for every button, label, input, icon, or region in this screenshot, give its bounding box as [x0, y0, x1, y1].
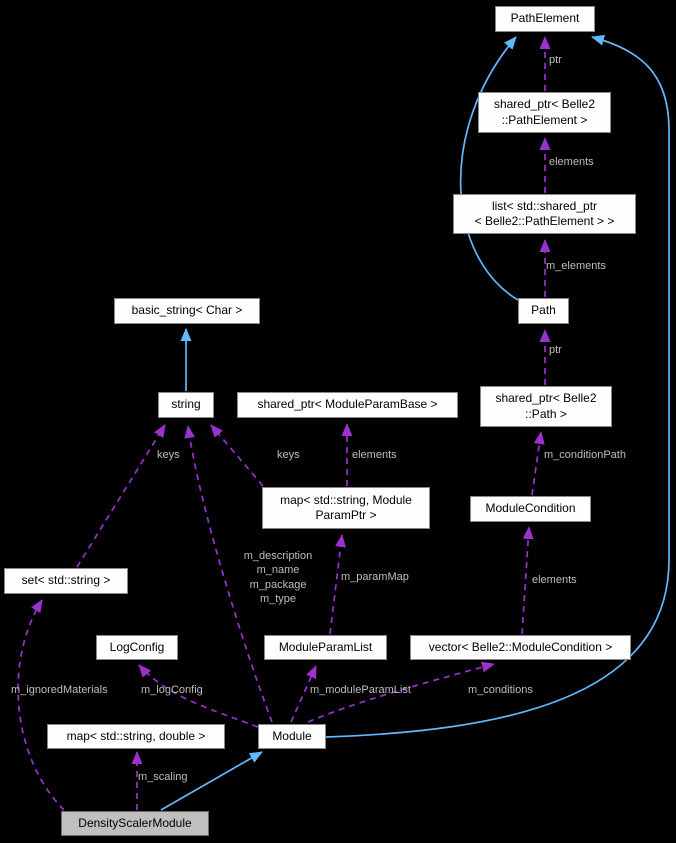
node-map-string-double[interactable]: map< std::string, double >: [47, 724, 225, 749]
edge-label-m-conditionpath: m_conditionPath: [544, 449, 626, 461]
edge-densityscaler-to-set: [17, 599, 65, 811]
edge-label-m-moduleparamlist: m_moduleParamList: [310, 684, 411, 696]
node-vector-modulecondition-label: vector< Belle2::ModuleCondition >: [428, 639, 613, 654]
edge-module-to-logconfig: [138, 664, 259, 728]
node-moduleparamlist-label: ModuleParamList: [278, 639, 373, 654]
edge-map-to-string-keys: [210, 424, 264, 487]
node-map-moduleparamptr[interactable]: map< std::string, Module ParamPtr >: [262, 487, 430, 529]
node-sharedptr-path[interactable]: shared_ptr< Belle2 ::Path >: [480, 386, 612, 427]
edge-modulecondition-to-sharedptrpath: [531, 431, 545, 496]
node-logconfig[interactable]: LogConfig: [96, 635, 178, 660]
node-map-moduleparamptr-line2: ParamPtr >: [315, 508, 377, 522]
node-modulecondition[interactable]: ModuleCondition: [470, 496, 591, 522]
node-sharedptr-moduleparambase-label: shared_ptr< ModuleParamBase >: [257, 397, 438, 412]
node-path-label: Path: [531, 303, 556, 318]
edge-label-elements-condition: elements: [532, 574, 577, 586]
edge-module-inherits-pathelement: [325, 34, 670, 738]
node-sharedptr-pathelement-line1: shared_ptr< Belle2: [493, 97, 596, 112]
node-string[interactable]: string: [158, 392, 214, 418]
node-list-sharedptr-line2: < Belle2::PathElement > >: [474, 214, 615, 228]
edge-moduleparamlist-to-map: [329, 534, 347, 635]
node-list-sharedptr-line1: list< std::shared_ptr: [491, 198, 598, 213]
node-sharedptr-path-line2: ::Path >: [525, 406, 567, 421]
node-sharedptr-path-line1: shared_ptr< Belle2: [495, 391, 597, 406]
node-list-sharedptr[interactable]: list< std::shared_ptr < Belle2::PathElem…: [453, 194, 636, 234]
edge-label-ptr-path: ptr: [549, 344, 562, 356]
node-string-label: string: [171, 397, 201, 412]
node-map-string-double-label: map< std::string, double >: [66, 728, 206, 743]
node-sharedptr-pathelement-line2: ::PathElement >: [501, 112, 588, 127]
edge-label-m-parammap: m_paramMap: [341, 571, 409, 583]
edge-path-inherits-pathelement: [459, 36, 519, 301]
node-map-moduleparamptr-line1: map< std::string, Module: [280, 492, 412, 507]
node-module[interactable]: Module: [258, 724, 326, 749]
node-modulecondition-label: ModuleCondition: [485, 501, 576, 516]
node-path[interactable]: Path: [518, 298, 569, 324]
edge-label-module-members: m_description m_name m_package m_type: [243, 550, 313, 605]
edge-label-m-ignoredmaterials: m_ignoredMaterials: [11, 684, 108, 696]
edge-label-elements-pathelement: elements: [549, 156, 594, 168]
node-sharedptr-moduleparambase[interactable]: shared_ptr< ModuleParamBase >: [237, 392, 458, 418]
edge-label-elements-param: elements: [352, 449, 397, 461]
edge-module-to-string-members: [184, 425, 273, 723]
node-moduleparamlist[interactable]: ModuleParamList: [264, 635, 387, 660]
node-set-string[interactable]: set< std::string >: [4, 568, 128, 594]
edge-label-keys-left: keys: [157, 449, 180, 461]
node-densityscalermodule-label: DensityScalerModule: [78, 815, 192, 830]
node-set-string-label: set< std::string >: [21, 573, 111, 588]
edge-densityscaler-inherits-module: [160, 751, 263, 811]
edge-set-to-string-keys: [76, 424, 166, 568]
node-densityscalermodule[interactable]: DensityScalerModule: [61, 811, 209, 836]
edge-label-keys-mid: keys: [277, 449, 300, 461]
edge-label-m-conditions: m_conditions: [468, 684, 533, 696]
edge-label-m-scaling: m_scaling: [138, 771, 188, 783]
node-vector-modulecondition[interactable]: vector< Belle2::ModuleCondition >: [410, 635, 631, 660]
node-logconfig-label: LogConfig: [109, 639, 165, 654]
edge-module-to-vector: [307, 661, 495, 723]
node-basicstring-label: basic_string< Char >: [131, 303, 243, 318]
node-pathelement[interactable]: PathElement: [495, 6, 595, 32]
node-sharedptr-pathelement[interactable]: shared_ptr< Belle2 ::PathElement >: [478, 92, 611, 133]
node-module-label: Module: [272, 728, 312, 743]
edge-label-m-elements: m_elements: [546, 260, 606, 272]
edge-label-ptr-pathelement: ptr: [549, 54, 562, 66]
node-pathelement-label: PathElement: [510, 11, 580, 26]
edge-vector-to-modulecondition: [521, 526, 534, 635]
node-basicstring[interactable]: basic_string< Char >: [114, 298, 260, 324]
edge-label-m-logconfig: m_logConfig: [141, 684, 203, 696]
